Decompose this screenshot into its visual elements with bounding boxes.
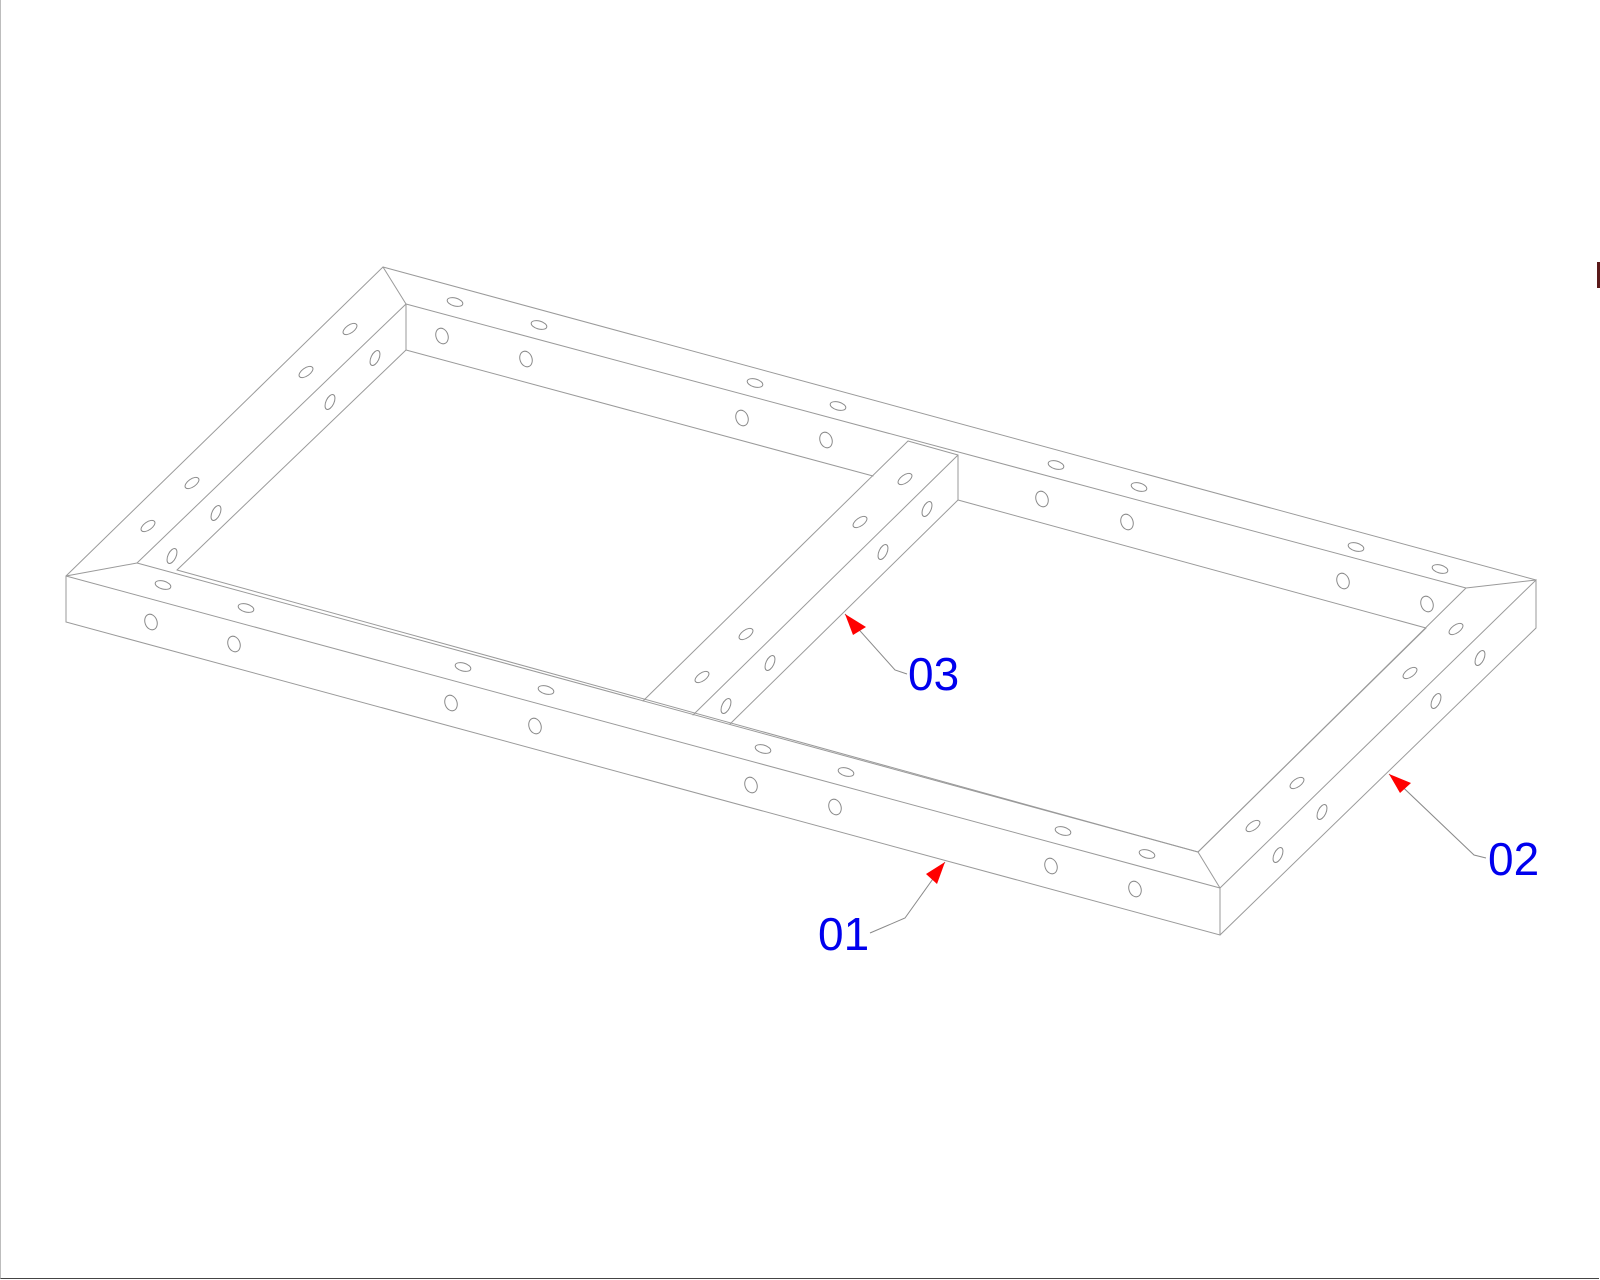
bolt-hole	[1054, 826, 1072, 836]
right-bar-outer-face	[1219, 578, 1537, 936]
bolt-hole	[144, 613, 158, 631]
bolt-hole	[877, 544, 889, 560]
middle-bar-top-left-edge	[642, 440, 909, 702]
bolt-hole	[1316, 804, 1328, 820]
arrowhead-03	[845, 614, 866, 635]
bolt-hole	[237, 603, 255, 613]
bolt-hole	[764, 655, 776, 671]
bolt-hole	[720, 698, 732, 714]
left-bar-top-inner-edge	[136, 303, 407, 564]
arrowhead-01	[926, 862, 945, 884]
bolt-hole	[1035, 490, 1049, 508]
callout-labels: 01 02 03	[818, 648, 1539, 960]
bolt-hole	[754, 744, 772, 754]
back-bar-top-inner-edge	[405, 303, 1467, 589]
bolt-hole	[537, 685, 555, 695]
frame-edges	[65, 266, 1537, 936]
leader-line-02	[1388, 773, 1487, 859]
bolt-hole	[446, 297, 464, 307]
middle-bar-face-bottom	[729, 499, 959, 725]
bolt-hole	[1289, 776, 1305, 790]
callout-label-02: 02	[1488, 833, 1539, 885]
bolt-hole	[1474, 650, 1486, 666]
bolt-hole	[444, 694, 458, 712]
bolt-hole	[369, 350, 381, 366]
bolt-hole	[852, 515, 868, 529]
bolt-hole	[298, 365, 314, 379]
bolt-hole	[694, 670, 710, 684]
right-bar-miter-back	[1465, 579, 1537, 589]
bolt-hole	[1448, 622, 1464, 636]
back-bar-inner-face-bottom-right	[957, 499, 1427, 629]
left-bar-miter-back	[382, 266, 407, 305]
bolt-hole	[735, 409, 749, 427]
bolt-hole	[1138, 849, 1156, 859]
bolt-hole	[1336, 572, 1350, 590]
bolt-hole	[1130, 482, 1148, 492]
bolt-hole	[1120, 513, 1134, 531]
front-bar-top-inner-edge	[136, 562, 1199, 853]
front-bar-outer-face	[65, 575, 1221, 936]
bolt-hole	[897, 472, 913, 486]
leader-line-01	[869, 861, 946, 934]
bolt-hole	[921, 501, 933, 517]
bolt-hole	[1430, 693, 1442, 709]
bolt-hole	[530, 320, 548, 330]
bolt-hole	[1044, 857, 1058, 875]
bolt-holes	[140, 297, 1486, 898]
callout-label-01: 01	[818, 908, 869, 960]
bolt-hole	[1402, 666, 1418, 680]
bolt-hole	[140, 519, 156, 533]
bolt-hole	[1245, 819, 1261, 833]
callout-leaders	[844, 613, 1487, 934]
edge-marker	[1597, 262, 1600, 288]
bolt-hole	[154, 580, 172, 590]
bolt-hole	[1047, 460, 1065, 470]
right-bar-inner-face-bottom	[1197, 627, 1427, 853]
leader-line-03	[844, 613, 908, 675]
front-bar-miter-left	[65, 562, 138, 577]
bolt-hole	[819, 431, 833, 449]
bolt-hole	[746, 378, 764, 388]
bolt-hole	[744, 776, 758, 794]
bolt-hole	[1347, 542, 1365, 552]
bolt-hole	[324, 394, 336, 410]
middle-bar-join-back	[907, 440, 959, 456]
bolt-hole	[435, 327, 449, 345]
bolt-hole	[454, 662, 472, 672]
arrowhead-02	[1389, 774, 1411, 793]
bolt-hole	[1420, 595, 1434, 613]
front-bar-top-outer-edge	[65, 575, 1221, 889]
bolt-hole	[519, 350, 533, 368]
front-bar-miter-right	[1197, 851, 1221, 889]
callout-label-03: 03	[908, 648, 959, 700]
middle-bar-top-right-edge	[692, 454, 959, 716]
bolt-hole	[227, 635, 241, 653]
bolt-hole	[828, 798, 842, 816]
bolt-hole	[738, 627, 754, 641]
back-bar-top-outer-edge	[382, 266, 1537, 581]
left-bar-top-outer-edge	[65, 266, 384, 577]
bolt-hole	[837, 767, 855, 777]
bolt-hole	[184, 476, 200, 490]
back-bar-inner-face-bottom	[405, 349, 874, 477]
bolt-hole	[1128, 880, 1142, 898]
bolt-hole	[829, 401, 847, 411]
bolt-hole	[1431, 564, 1449, 574]
bolt-hole	[528, 717, 542, 735]
bolt-hole	[1272, 847, 1284, 863]
left-bar-inner-face-bottom	[176, 349, 407, 571]
bolt-hole	[342, 322, 358, 336]
front-bar-inner-face-bottom	[176, 569, 1199, 853]
bolt-hole	[166, 548, 178, 564]
bolt-hole	[210, 505, 222, 521]
